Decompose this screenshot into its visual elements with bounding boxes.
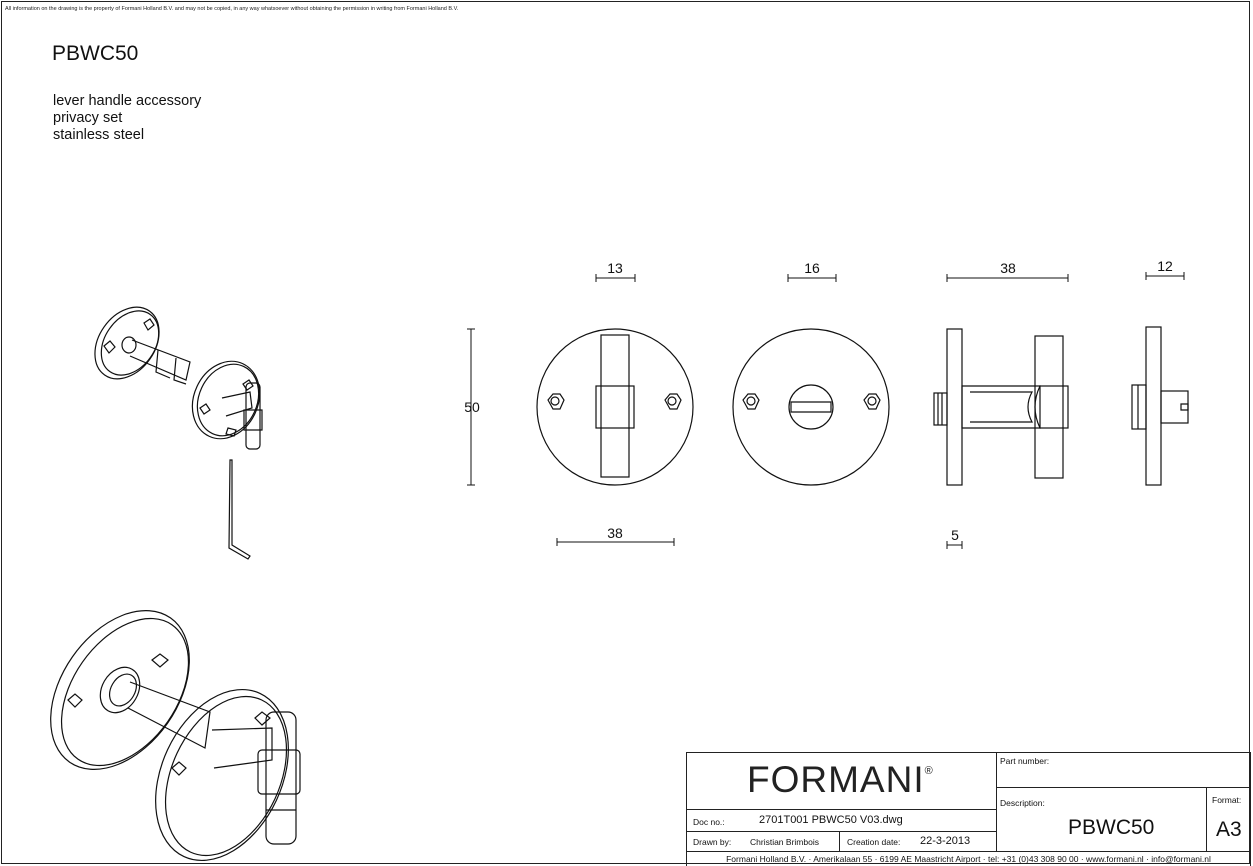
product-title: PBWC50 (52, 42, 139, 65)
formani-logo: FORMANI® (747, 759, 934, 800)
dimension-label: 38 (607, 525, 623, 541)
description-line: lever handle accessory (53, 93, 202, 109)
format-label: Format: (1212, 795, 1242, 805)
product-description: lever handle accessory privacy set stain… (53, 93, 201, 144)
logo-cell: FORMANI® (686, 752, 997, 810)
side-view (933, 328, 1069, 486)
part-number-cell: Part number: (996, 752, 1251, 788)
dimension-label: 5 (951, 527, 959, 543)
front-view (536, 328, 694, 486)
description-line: stainless steel (53, 127, 145, 143)
back-view (732, 328, 890, 486)
small-isometric-view (94, 306, 263, 560)
title-block: FORMANI® Part number: Description: PBWC5… (686, 752, 1251, 866)
description-value: PBWC50 (1068, 816, 1155, 839)
dimension-label: 13 (607, 260, 623, 276)
part-number-label: Part number: (1000, 756, 1050, 766)
doc-no-cell: Doc no.: 2701T001 PBWC50 V03.dwg (686, 809, 997, 832)
creation-date-label: Creation date: (847, 837, 901, 847)
narrow-side-view (1131, 326, 1189, 486)
dimension-label: 12 (1157, 258, 1173, 274)
large-isometric-view (50, 610, 301, 862)
copyright-notice: All information on the drawing is the pr… (5, 6, 459, 12)
description-cell: Description: PBWC50 (996, 787, 1207, 852)
dimension-label: 38 (1000, 260, 1016, 276)
doc-no-label: Doc no.: (693, 817, 725, 827)
company-footer: Formani Holland B.V. · Amerikalaan 55 · … (686, 851, 1251, 866)
drawn-by-value: Christian Brimbois (750, 837, 819, 847)
dimension-labels: 13 16 38 12 50 38 5 (464, 258, 1173, 543)
format-cell: Format: A3 (1206, 787, 1251, 852)
creation-date-cell: Creation date: 22-3-2013 (839, 831, 997, 852)
drawn-by-cell: Drawn by: Christian Brimbois (686, 831, 840, 852)
creation-date-value: 22-3-2013 (920, 835, 971, 847)
drawn-by-label: Drawn by: (693, 837, 732, 847)
dimension-label: 16 (804, 260, 820, 276)
dimension-lines (467, 272, 1185, 549)
description-label: Description: (1000, 798, 1045, 808)
format-value: A3 (1216, 818, 1242, 841)
description-line: privacy set (53, 110, 123, 126)
dimension-label: 50 (464, 399, 480, 415)
doc-no-value: 2701T001 PBWC50 V03.dwg (759, 814, 903, 826)
